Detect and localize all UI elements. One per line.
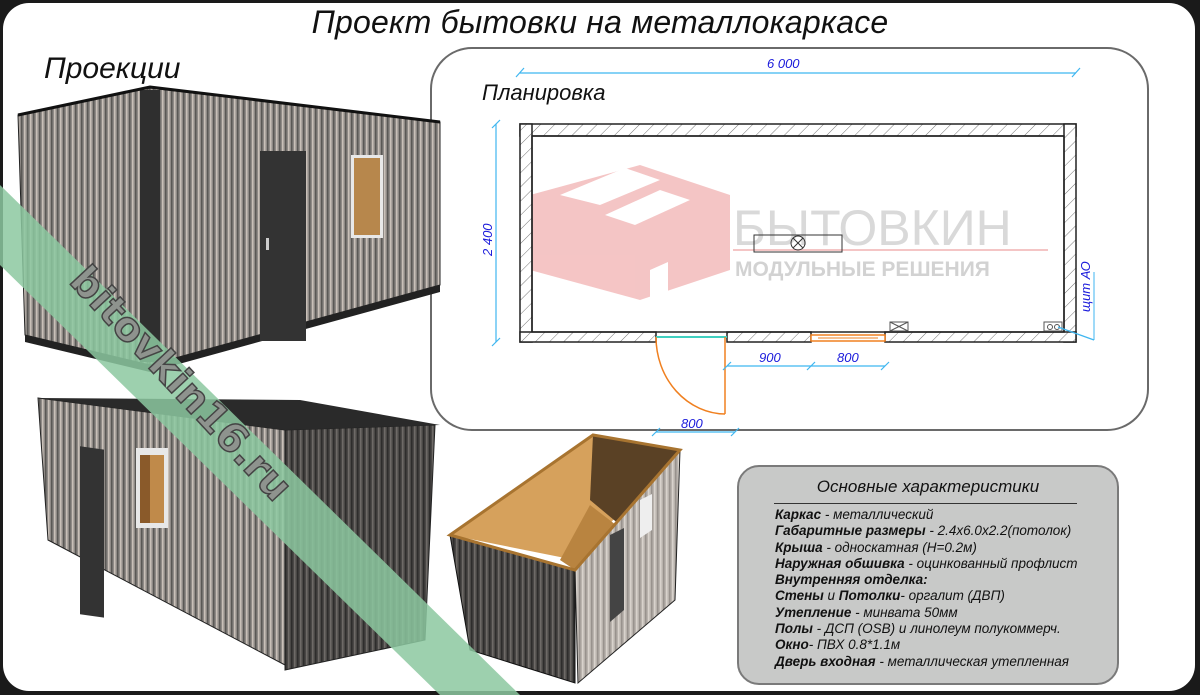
spec-item: Внутренняя отделка: [775,572,928,588]
specs-divider [774,503,1077,504]
socket-icon [1043,321,1063,332]
dim-door-width: 800 [681,416,703,431]
window-icon [640,494,652,538]
specs-list: Каркас - металлический Габаритные размер… [775,507,1078,670]
door-icon [80,446,104,618]
spec-item: Полы - ДСП (OSB) и линолеум полукоммерч. [775,621,1061,637]
spec-item: Крыша - односкатная (Н=0.2м) [775,539,977,555]
dim-door-offset: 900 [759,350,781,365]
door-swing-icon [655,336,726,415]
dim-length: 6 000 [767,56,800,71]
spec-item: Утепление - минвата 50мм [775,604,958,620]
logo-name: БЫТОВКИН [733,200,1012,256]
floor-plan: щит АО [519,123,1095,415]
panel-label: щит АО [1078,261,1093,312]
specs-panel: Основные характеристики Каркас - металли… [737,465,1119,685]
logo-subtitle: МОДУЛЬНЫЕ РЕШЕНИЯ [735,258,990,281]
spec-item: Окно- ПВХ 0.8*1.1м [775,637,901,653]
specs-title: Основные характеристики [816,477,1040,496]
dim-window-width: 800 [837,350,859,365]
spec-item: Габаритные размеры - 2.4x6.0x2.2(потолок… [775,523,1072,539]
dim-width: 2 400 [480,223,495,257]
plan-label: Планировка [482,80,606,105]
spec-item: Наружная обшивка - оцинкованный профлист [775,555,1078,571]
page-title: Проект бытовки на металлокаркасе [311,4,889,40]
brand-logo: БЫТОВКИН МОДУЛЬНЫЕ РЕШЕНИЯ [530,165,1048,300]
spec-item: Каркас - металлический [775,507,934,522]
lamp-icon [790,235,806,251]
spec-item: Дверь входная - металлическая утепленная [775,653,1069,669]
door-icon [610,528,624,622]
projection-view-3 [446,433,683,685]
dimensions [491,67,1081,437]
projections-label: Проекции [44,52,181,85]
spec-item: Стены и Потолки- оргалит (ДВП) [775,588,1005,604]
